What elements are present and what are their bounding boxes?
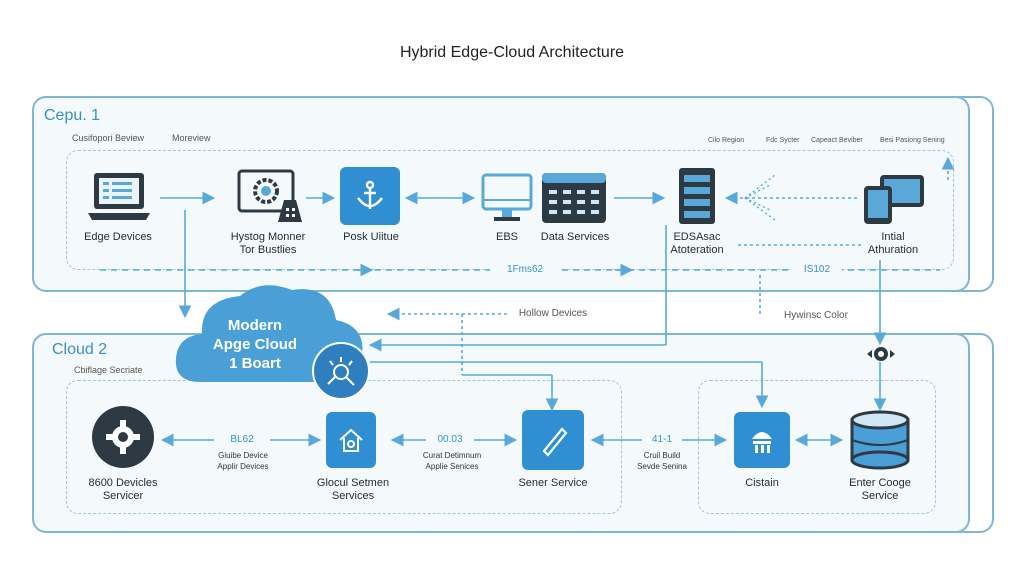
connector-3-sub2: Sevde Senina: [637, 462, 687, 471]
connector-3-value: 41-1: [642, 434, 682, 445]
hub-icon: [864, 344, 898, 364]
anchor-icon: [340, 167, 400, 225]
laptop-icon: [86, 170, 152, 226]
connector-1-value: BL62: [214, 434, 270, 445]
top-sub-mid: Moreview: [172, 133, 211, 143]
intial-label-1: Intial: [881, 231, 905, 243]
gear-icon: [92, 406, 154, 468]
top-sub-left: Cusifopori Beview: [72, 133, 145, 143]
posk-label: Posk Uiitue: [343, 231, 399, 243]
connector-3-sub1: Cruil Build: [643, 451, 681, 460]
cloud-badge-icon: [312, 342, 370, 400]
enter-cooge-label-2: Service: [861, 490, 899, 502]
top-sub-right-4: Besi Pasiong Sening: [880, 137, 945, 144]
connector-2-value: 00.03: [426, 434, 474, 445]
hystog-label-2: Tor Bustlies: [239, 244, 297, 256]
edsasac-label-1: EDSAsac: [673, 231, 721, 243]
diagram-title: Hybrid Edge-Cloud Architecture: [399, 44, 625, 61]
top-sub-right-1: Cilo Region: [708, 137, 745, 144]
cloud-label: Modern Apge Cloud 1 Boart: [200, 316, 310, 373]
bottom-panel-title: Cloud 2: [52, 341, 108, 358]
glocul-label-1: Glocul Setmen: [316, 477, 390, 489]
ebs-label: EBS: [495, 231, 518, 243]
edsasac-label-2: Atoteration: [670, 244, 724, 256]
top-sub-right-3: Capeact Beviber: [811, 137, 863, 144]
sener-service-label: Sener Service: [518, 477, 588, 489]
data-panel-icon: [541, 172, 607, 224]
cistain-label: Cistain: [745, 477, 779, 489]
flow-label-is102: IS102: [792, 264, 842, 275]
bottom-sub-left: Cbiflage Secriate: [74, 365, 143, 375]
hywinsc-color-label: Hywinsc Color: [776, 310, 856, 321]
devices-servicer-label-1: 8600 Devicles: [88, 477, 158, 489]
edge-devices-label: Edge Devices: [84, 231, 152, 243]
hystog-label-1: Hystog Monner: [230, 231, 306, 243]
connector-2-sub1: Curat Detimnum: [422, 451, 482, 460]
database-icon: [848, 408, 912, 470]
glocul-label-2: Services: [331, 490, 375, 502]
cloud-line-1: Modern: [227, 317, 283, 334]
flow-label-fms: 1Fms62: [490, 264, 560, 275]
connector-2-sub2: Applie Senices: [425, 462, 479, 471]
intial-label-2: Athuration: [867, 244, 919, 256]
house-icon: [326, 412, 376, 468]
top-panel-title: Cepu. 1: [44, 107, 101, 124]
enter-cooge-label-1: Enter Cooge: [849, 477, 911, 489]
monitor-icon: [480, 172, 534, 224]
cloud-line-2: Apge Cloud: [212, 336, 298, 353]
cloud-line-3: 1 Boart: [229, 355, 281, 372]
server-icon: [677, 166, 717, 226]
top-sub-right-2: Fdc Sycter: [766, 137, 800, 144]
monitor-gear-icon: [236, 168, 306, 226]
top-panel: [32, 96, 970, 292]
bottom-inner-right: [698, 380, 936, 514]
pencil-icon: [522, 410, 584, 470]
devices-servicer-label-2: Servicer: [102, 490, 144, 502]
container-icon: [734, 412, 790, 468]
connector-1-sub2: Applir Devices: [217, 462, 269, 471]
devices-icon: [862, 172, 928, 224]
hollow-devices-label: Hollow Devices: [508, 308, 598, 319]
data-services-label: Data Services: [540, 231, 610, 243]
connector-1-sub1: Giuibe Device: [218, 451, 268, 460]
